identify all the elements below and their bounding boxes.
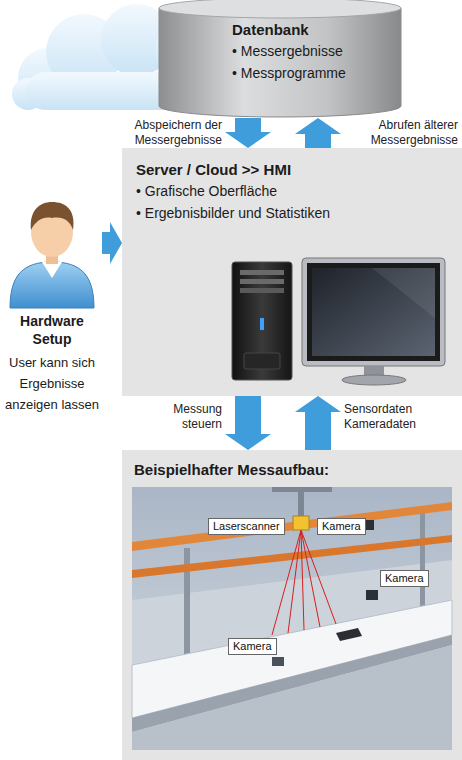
database-cylinder: Datenbank• Messergebnisse• Messprogramme (158, 0, 402, 118)
node-heading: Datenbank (232, 20, 402, 40)
callout-label: Kamera (380, 570, 429, 587)
node-text: User kann sich Ergebnisse anzeigen lasse… (2, 352, 102, 415)
user-figure: Hardware SetupUser kann sich Ergebnisse … (2, 190, 102, 430)
flow-arrow (225, 118, 271, 148)
flow-arrow (225, 396, 271, 450)
server-panel: Server / Cloud >> HMI• Grafische Oberflä… (122, 148, 462, 396)
flow-arrow (295, 396, 341, 450)
setup-panel: Beispielhafter Messaufbau:LaserscannerKa… (122, 450, 462, 760)
callout-label: Kamera (228, 638, 277, 655)
node-heading: Server / Cloud >> HMI (136, 160, 462, 180)
callout-text: Laserscanner (213, 520, 280, 533)
setup-illustration (122, 450, 462, 760)
callout-label: Kamera (317, 518, 366, 535)
callout-text: Kamera (322, 520, 361, 533)
node-text: • Messprogramme (232, 62, 402, 84)
flow-arrow (295, 118, 341, 148)
node-heading: Beispielhafter Messaufbau: (134, 460, 462, 480)
callout-text: Kamera (233, 640, 272, 653)
node-heading: Hardware Setup (12, 312, 92, 348)
arrow-label: Abspeichern der Messergebnisse (100, 118, 222, 148)
arrow-label: Messung steuern (150, 402, 222, 432)
flow-arrow (102, 222, 122, 264)
node-text: • Messergebnisse (232, 40, 402, 62)
arrow-label: Abrufen älterer Messergebnisse (344, 118, 458, 148)
callout-label: Laserscanner (208, 518, 285, 535)
user-icon (2, 190, 102, 310)
node-text: • Ergebnisbilder und Statistiken (136, 202, 462, 224)
arrow-label: Sensordaten Kameradaten (344, 402, 424, 432)
node-text: • Grafische Oberfläche (136, 180, 462, 202)
callout-text: Kamera (385, 572, 424, 585)
